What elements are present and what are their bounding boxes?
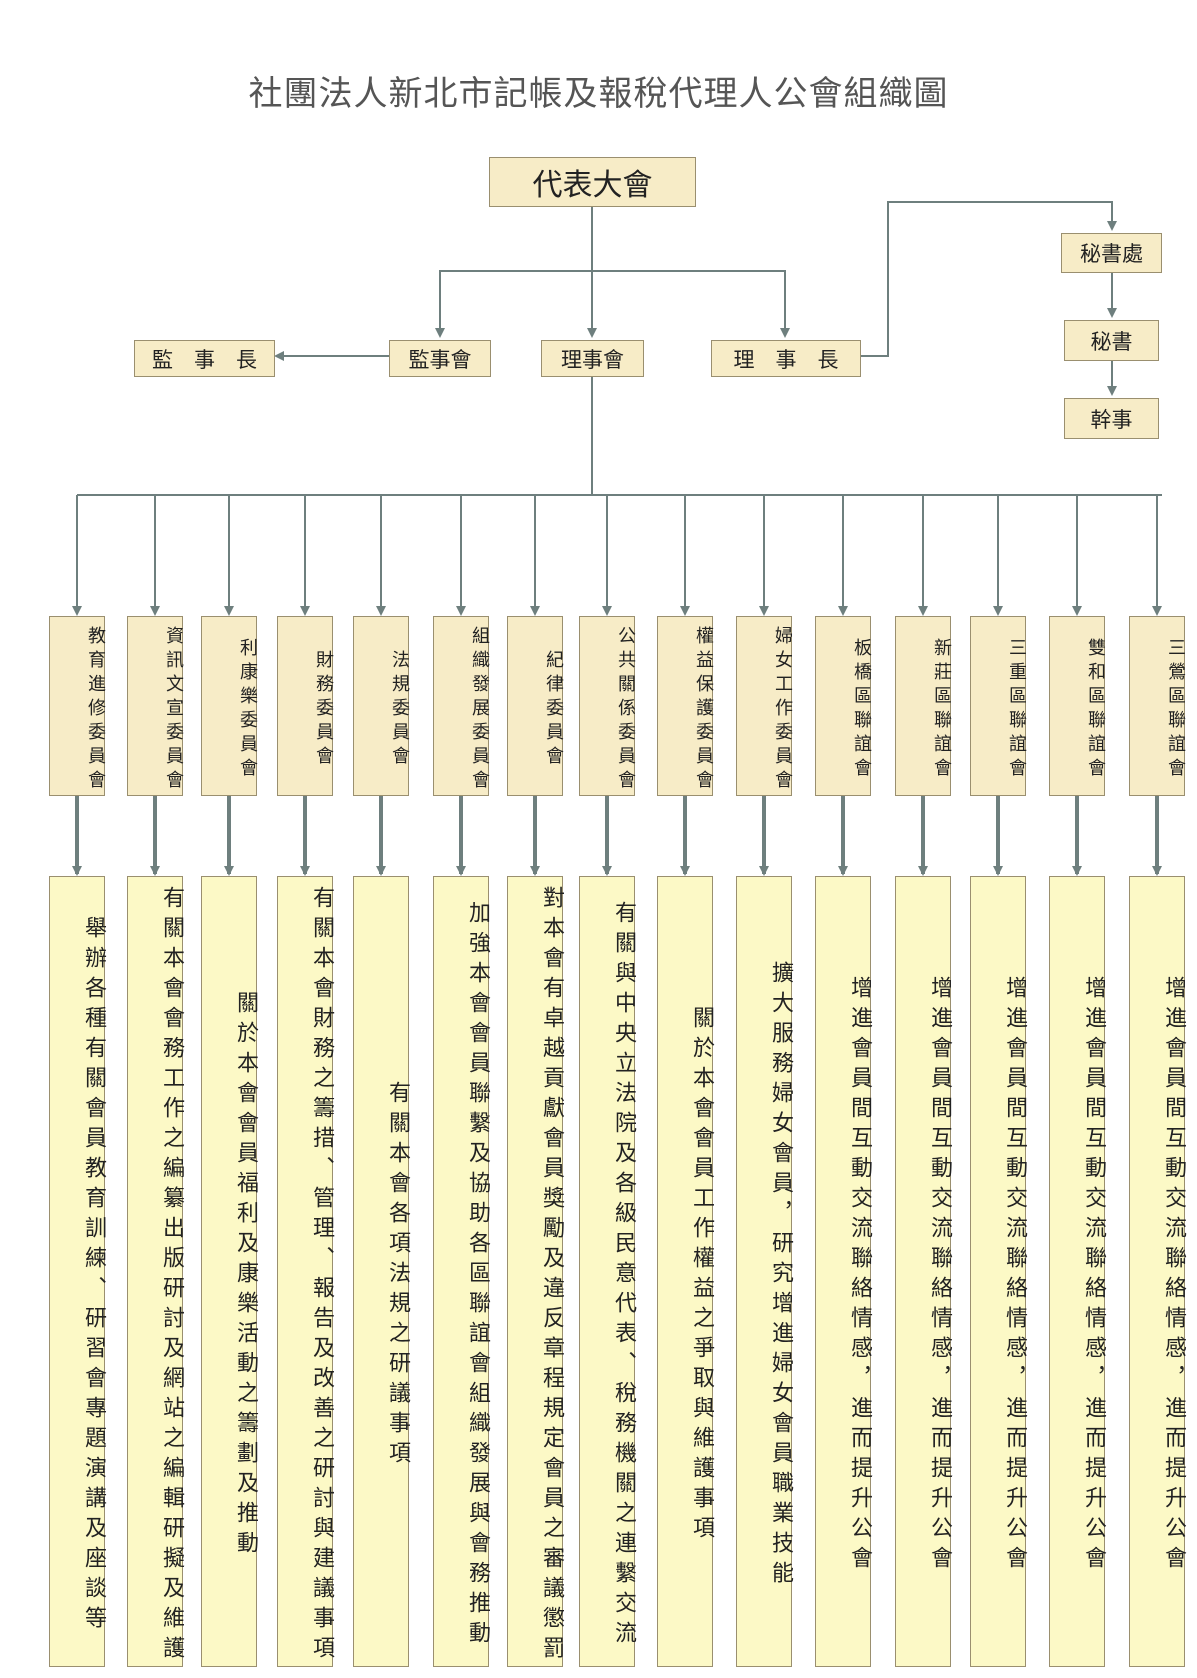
committee-description-box: 有關本會各項法規之研議事項 <box>353 876 410 1667</box>
board-of-directors-box: 理事會 <box>541 340 644 377</box>
committee-name-box: 財務委員會 <box>277 616 334 796</box>
committee-description-box: 擴大服務婦女會員，研究增進婦女會員職業技能 <box>736 876 793 1667</box>
committee-description: 對本會有卓越貢獻會員獎勵及違反章程規定會員之審議懲罰 <box>539 885 564 1666</box>
committee-description: 增進會員間互動交流聯絡情感，進而提升公會 <box>1081 975 1106 1576</box>
committee-name-box: 三重區聯誼會 <box>970 616 1027 796</box>
committee-description: 有關與中央立法院及各級民意代表、稅務機關之連繫交流 <box>611 900 636 1651</box>
committee-name-box: 三鶯區聯誼會 <box>1129 616 1186 796</box>
committee-name-box: 紀律委員會 <box>507 616 564 796</box>
committee-description-box: 增進會員間互動交流聯絡情感，進而提升公會 <box>895 876 952 1667</box>
committee-description: 有關本會財務之籌措、管理、報告及改善之研討與建議事項 <box>309 885 334 1666</box>
committee-description-box: 增進會員間互動交流聯絡情感，進而提升公會 <box>1049 876 1106 1667</box>
committee-name: 利康樂委員會 <box>237 638 258 782</box>
committee-name: 公共關係委員會 <box>615 626 636 794</box>
committee-description: 有關本會會務工作之編纂出版研討及網站之編輯研擬及維護 <box>159 885 184 1666</box>
committee-name-box: 法規委員會 <box>353 616 410 796</box>
committee-name-box: 公共關係委員會 <box>579 616 636 796</box>
committee-description: 關於本會會員工作權益之爭取與維護事項 <box>689 1005 714 1546</box>
committee-name-box: 權益保護委員會 <box>657 616 714 796</box>
chairman-label: 理 事 長 <box>733 347 839 372</box>
committee-name-box: 板橋區聯誼會 <box>815 616 872 796</box>
committee-name: 三鶯區聯誼會 <box>1165 638 1186 782</box>
committee-description-box: 有關本會財務之籌措、管理、報告及改善之研討與建議事項 <box>277 876 334 1667</box>
committee-description-box: 增進會員間互動交流聯絡情感，進而提升公會 <box>1129 876 1186 1667</box>
general-assembly-label: 代表大會 <box>532 168 653 203</box>
committee-name: 三重區聯誼會 <box>1006 638 1027 782</box>
committee-description: 舉辦各種有關會員教育訓練、研習會專題演講及座談等 <box>81 915 106 1636</box>
committee-description-box: 關於本會會員工作權益之爭取與維護事項 <box>657 876 714 1667</box>
committee-name-box: 新莊區聯誼會 <box>895 616 952 796</box>
committee-description-box: 有關與中央立法院及各級民意代表、稅務機關之連繫交流 <box>579 876 636 1667</box>
committee-description-box: 關於本會會員福利及康樂活動之籌劃及推動 <box>201 876 258 1667</box>
committee-name: 婦女工作委員會 <box>772 626 793 794</box>
committee-name: 權益保護委員會 <box>693 626 714 794</box>
committee-name: 資訊文宣委員會 <box>163 626 184 794</box>
secretary-box: 秘書 <box>1064 320 1159 361</box>
supervisor-chief-label: 監 事 長 <box>152 347 257 372</box>
committee-description: 增進會員間互動交流聯絡情感，進而提升公會 <box>927 975 952 1576</box>
secretariat-box: 秘書處 <box>1061 233 1162 273</box>
committee-name: 紀律委員會 <box>543 650 564 770</box>
committee-description-box: 對本會有卓越貢獻會員獎勵及違反章程規定會員之審議懲罰 <box>507 876 564 1667</box>
officer-box: 幹事 <box>1064 398 1159 439</box>
committee-name-box: 婦女工作委員會 <box>736 616 793 796</box>
officer-label: 幹事 <box>1090 407 1133 432</box>
general-assembly-box: 代表大會 <box>489 157 696 207</box>
committee-description: 增進會員間互動交流聯絡情感，進而提升公會 <box>847 975 872 1576</box>
committee-description-box: 有關本會會務工作之編纂出版研討及網站之編輯研擬及維護 <box>127 876 184 1667</box>
secretary-label: 秘書 <box>1090 329 1133 354</box>
committee-name: 雙和區聯誼會 <box>1085 638 1106 782</box>
chart-title: 社團法人新北市記帳及報稅代理人公會組織圖 <box>248 74 949 114</box>
committee-description: 擴大服務婦女會員，研究增進婦女會員職業技能 <box>768 960 793 1591</box>
committee-name: 教育進修委員會 <box>85 626 106 794</box>
supervisor-chief-box: 監 事 長 <box>134 340 275 377</box>
committee-name: 板橋區聯誼會 <box>851 638 872 782</box>
committee-description: 關於本會會員福利及康樂活動之籌劃及推動 <box>233 990 258 1561</box>
committee-name-box: 資訊文宣委員會 <box>127 616 184 796</box>
supervisors-board-box: 監事會 <box>389 340 491 377</box>
committee-description: 增進會員間互動交流聯絡情感，進而提升公會 <box>1002 975 1027 1576</box>
committee-name-box: 利康樂委員會 <box>201 616 258 796</box>
committee-description: 增進會員間互動交流聯絡情感，進而提升公會 <box>1161 975 1186 1576</box>
committee-description-box: 增進會員間互動交流聯絡情感，進而提升公會 <box>815 876 872 1667</box>
committee-description: 有關本會各項法規之研議事項 <box>385 1080 410 1471</box>
committee-name-box: 教育進修委員會 <box>49 616 106 796</box>
committee-description-box: 增進會員間互動交流聯絡情感，進而提升公會 <box>970 876 1027 1667</box>
committee-name: 財務委員會 <box>313 650 334 770</box>
supervisors-board-label: 監事會 <box>408 347 472 372</box>
committee-description-box: 舉辦各種有關會員教育訓練、研習會專題演講及座談等 <box>49 876 106 1667</box>
committee-name: 法規委員會 <box>389 650 410 770</box>
board-of-directors-label: 理事會 <box>561 347 624 372</box>
committee-name-box: 組織發展委員會 <box>433 616 490 796</box>
committee-name-box: 雙和區聯誼會 <box>1049 616 1106 796</box>
committee-name: 新莊區聯誼會 <box>931 638 952 782</box>
secretariat-label: 秘書處 <box>1080 242 1143 266</box>
committee-name: 組織發展委員會 <box>469 626 490 794</box>
committee-description: 加強本會會員聯繫及協助各區聯誼會組織發展與會務推動 <box>465 900 490 1651</box>
committee-description-box: 加強本會會員聯繫及協助各區聯誼會組織發展與會務推動 <box>433 876 490 1667</box>
chairman-box: 理 事 長 <box>711 340 861 377</box>
